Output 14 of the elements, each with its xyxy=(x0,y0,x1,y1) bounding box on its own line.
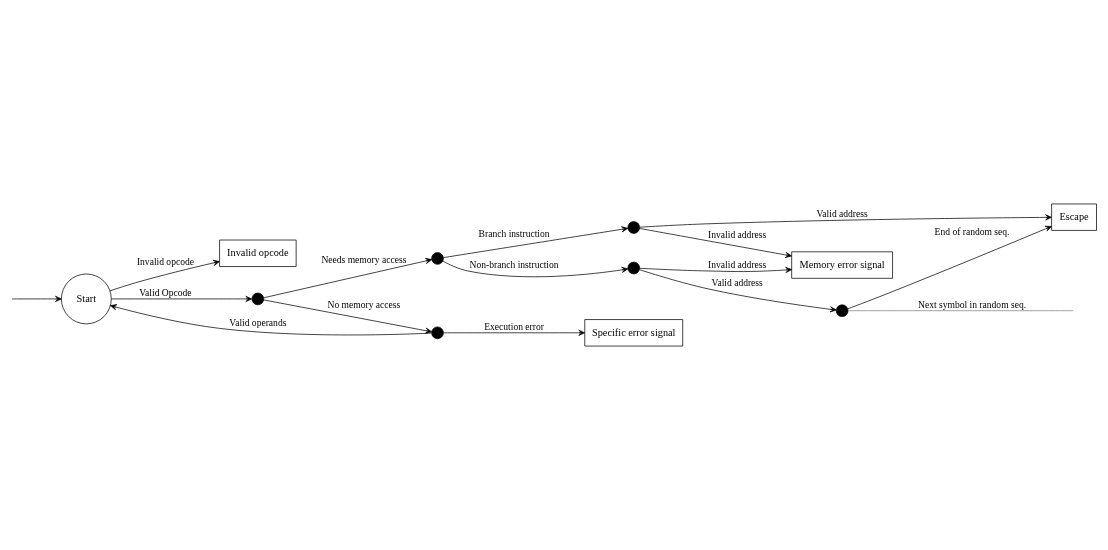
edge-label: Needs memory access xyxy=(321,254,407,266)
edge-label: Valid address xyxy=(816,207,868,219)
edge-label: Branch instruction xyxy=(478,228,550,240)
edge-label: Valid operands xyxy=(229,316,287,328)
edge-label: End of random seq. xyxy=(934,226,1010,238)
edge-label: Execution error xyxy=(484,321,544,333)
edge-label: Invalid address xyxy=(708,259,767,271)
edge-label: No memory access xyxy=(327,299,401,311)
edge-label: Non-branch instruction xyxy=(469,259,559,271)
edge-label: Valid address xyxy=(711,276,763,288)
edge-label: Next symbol in random seq. xyxy=(918,299,1027,311)
edge-label: Invalid opcode xyxy=(136,255,194,267)
edge-label: Invalid address xyxy=(708,229,767,241)
edge-label: Valid Opcode xyxy=(139,287,192,299)
